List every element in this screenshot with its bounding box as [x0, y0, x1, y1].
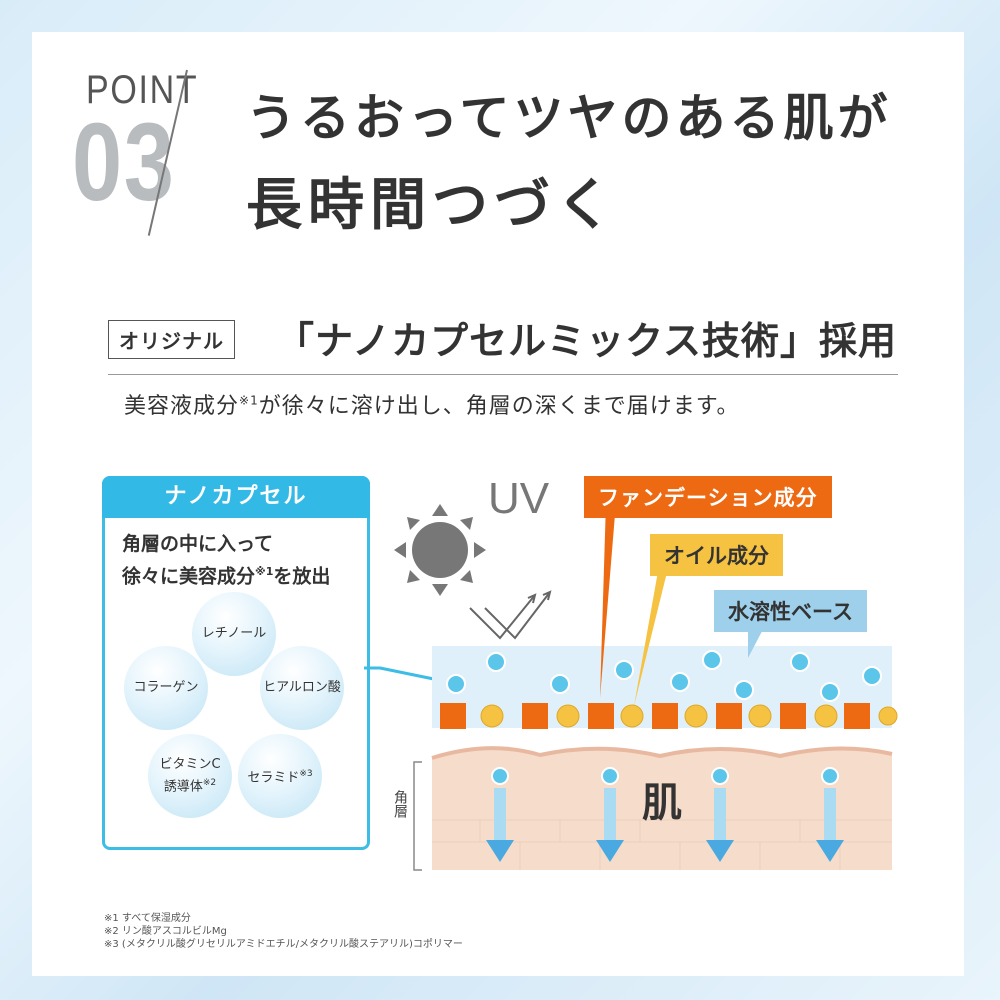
ingredient-ball-ceramide: セラミド※3 — [238, 734, 322, 818]
footnote-2: ※2 リン酸アスコルビルMg — [104, 926, 227, 937]
nanocapsule-desc-line2: 徐々に美容成分※1を放出 — [122, 558, 330, 590]
ingredient-name-text: セラミド — [247, 770, 300, 786]
ingredient-name-line2: 誘導体 — [163, 779, 203, 795]
reflection-arrows-icon — [469, 590, 552, 640]
skin-cells — [432, 819, 892, 870]
ingredient-note: ※2 — [202, 777, 217, 788]
nanocapsule-description: 角層の中に入って 徐々に美容成分※1を放出 — [122, 530, 330, 590]
description-after: が徐々に溶け出し、角層の深くまで届けます。 — [258, 394, 740, 419]
penetration-arrows-icon — [486, 767, 844, 862]
ingredient-ball-vitamin-c: ビタミンC 誘導体※2 — [148, 734, 232, 818]
headline-line2: 長時間つづく — [246, 173, 618, 238]
nanocapsule-desc-line1: 角層の中に入って — [122, 533, 274, 555]
ingredient-name: ヒアルロン酸 — [263, 680, 341, 695]
foundation-pointer — [600, 502, 616, 698]
footnote-1: ※1 すべて保湿成分 — [104, 913, 191, 924]
description-note: ※1 — [239, 393, 259, 408]
divider-line — [108, 374, 898, 375]
stratum-label: 角層 — [392, 790, 408, 818]
sun-icon — [394, 504, 486, 596]
nanocapsule-title: ナノカプセル — [102, 476, 370, 518]
footnote-3: ※3 (メタクリル酸グリセリルアミドエチル/メタクリル酸ステアリル)コポリマー — [104, 939, 463, 950]
description: 美容液成分※1が徐々に溶け出し、角層の深くまで届けます。 — [124, 388, 740, 420]
capsule-dots — [446, 650, 882, 702]
desc-line2-note: ※1 — [255, 565, 274, 578]
particle-row — [440, 703, 898, 729]
footnotes: ※1 すべて保湿成分 ※2 リン酸アスコルビルMg ※3 (メタクリル酸グリセリ… — [104, 912, 463, 951]
ingredient-name: レチノール — [201, 626, 267, 641]
oil-label: オイル成分 — [650, 534, 783, 576]
uv-label: UV — [488, 474, 550, 523]
ingredient-ball-collagen: コラーゲン — [124, 646, 208, 730]
ingredient-note: ※3 — [299, 768, 313, 779]
ingredient-name: ビタミンC 誘導体※2 — [159, 756, 220, 796]
ingredient-name-line1: ビタミンC — [159, 756, 221, 772]
description-before: 美容液成分 — [124, 394, 240, 419]
ingredient-ball-hyaluronic: ヒアルロン酸 — [260, 646, 344, 730]
headline-line1: うるおってツヤのある肌が — [246, 89, 892, 147]
ingredient-ball-retinol: レチノール — [192, 592, 276, 676]
original-badge: オリジナル — [108, 320, 235, 359]
point-number: 03 — [72, 101, 176, 224]
water-base-label: 水溶性ベース — [714, 590, 867, 632]
desc-line2-b: を放出 — [273, 565, 331, 588]
stratum-bracket — [413, 761, 422, 871]
ingredient-name: コラーゲン — [133, 680, 199, 695]
skin-diagram — [364, 502, 898, 871]
skin-label: 肌 — [642, 780, 682, 826]
oil-pointer — [634, 560, 670, 706]
foundation-label: ファンデーション成分 — [584, 476, 832, 518]
ingredient-name: セラミド※3 — [247, 765, 312, 787]
desc-line2-a: 徐々に美容成分 — [122, 565, 256, 588]
tech-title: 「ナノカプセルミックス技術」採用 — [276, 319, 897, 363]
skin-layer — [432, 748, 892, 870]
